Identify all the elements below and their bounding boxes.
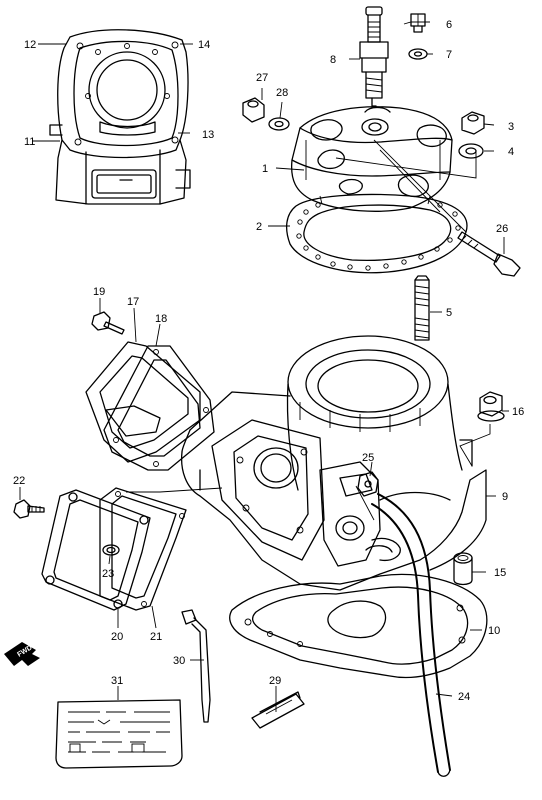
part-nut-3 bbox=[461, 111, 485, 135]
part-fitting-25 bbox=[357, 471, 379, 497]
callout-31: 31 bbox=[111, 675, 123, 687]
leader-lines bbox=[19, 21, 509, 712]
callout-25: 25 bbox=[362, 452, 374, 464]
part-label-31 bbox=[55, 699, 183, 769]
callout-14: 14 bbox=[198, 39, 210, 51]
part-washer-7 bbox=[408, 48, 428, 60]
callout-15: 15 bbox=[494, 567, 506, 579]
part-dowel-15 bbox=[453, 552, 473, 586]
callout-16: 16 bbox=[512, 406, 524, 418]
callout-2: 2 bbox=[256, 221, 262, 233]
callout-23: 23 bbox=[102, 568, 114, 580]
part-washer-28 bbox=[268, 117, 290, 131]
part-clamp-29 bbox=[251, 691, 305, 729]
part-gasket-18 bbox=[103, 345, 215, 471]
callouts: 12 14 11 13 8 6 7 27 28 1 3 4 2 26 5 16 … bbox=[13, 19, 524, 703]
callout-24: 24 bbox=[458, 691, 470, 703]
callout-9: 9 bbox=[502, 491, 508, 503]
part-head-gasket bbox=[285, 193, 468, 274]
callout-27: 27 bbox=[256, 72, 268, 84]
part-hose-24 bbox=[371, 493, 451, 777]
callout-1: 1 bbox=[262, 163, 268, 175]
fwd-direction-arrow: FWD bbox=[4, 642, 40, 666]
callout-29: 29 bbox=[269, 675, 281, 687]
callout-30: 30 bbox=[173, 655, 185, 667]
callout-12: 12 bbox=[24, 39, 36, 51]
part-washer-4 bbox=[458, 143, 484, 159]
part-cylinder-topview bbox=[49, 29, 191, 205]
part-bolt-26 bbox=[457, 231, 521, 277]
part-cylinder-head bbox=[290, 106, 453, 212]
callout-7: 7 bbox=[446, 49, 452, 61]
callout-5: 5 bbox=[446, 307, 452, 319]
callout-3: 3 bbox=[508, 121, 514, 133]
callout-6: 6 bbox=[446, 19, 452, 31]
callout-11: 11 bbox=[24, 136, 35, 148]
callout-4: 4 bbox=[508, 146, 514, 158]
part-nut-27 bbox=[242, 97, 265, 123]
callout-17: 17 bbox=[127, 296, 139, 308]
callout-20: 20 bbox=[111, 631, 123, 643]
part-base-gasket bbox=[229, 573, 488, 679]
callout-22: 22 bbox=[13, 475, 25, 487]
callout-21: 21 bbox=[150, 631, 162, 643]
callout-18: 18 bbox=[155, 313, 167, 325]
part-bolt-6 bbox=[410, 13, 426, 33]
callout-13: 13 bbox=[202, 129, 214, 141]
part-screw-22 bbox=[13, 499, 45, 519]
part-cover-20 bbox=[41, 489, 151, 611]
callout-10: 10 bbox=[488, 625, 500, 637]
callout-28: 28 bbox=[276, 87, 288, 99]
part-bolt-19 bbox=[91, 311, 125, 335]
part-cable-tie-30 bbox=[181, 609, 211, 723]
part-oring-23 bbox=[102, 544, 120, 556]
part-stud-5 bbox=[414, 275, 430, 341]
callout-19: 19 bbox=[93, 286, 105, 298]
part-cylinder bbox=[180, 335, 487, 591]
part-spark-plug bbox=[359, 6, 389, 107]
part-gasket-17 bbox=[85, 341, 201, 463]
callout-8: 8 bbox=[330, 54, 336, 66]
part-nut-16 bbox=[477, 391, 505, 422]
callout-26: 26 bbox=[496, 223, 508, 235]
